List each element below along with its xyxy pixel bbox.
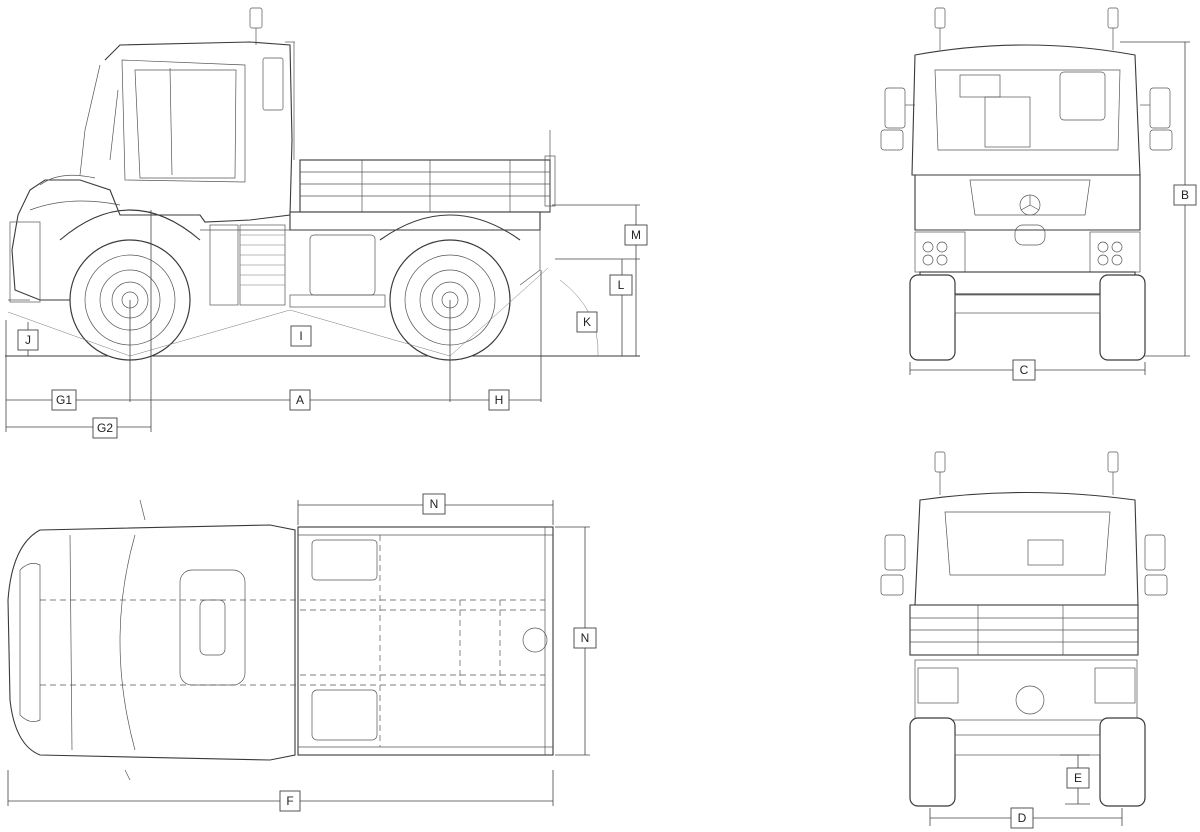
label-K: K xyxy=(576,311,598,333)
label-J: J xyxy=(17,329,39,351)
svg-text:B: B xyxy=(1181,188,1189,202)
svg-text:K: K xyxy=(583,315,591,329)
label-I: I xyxy=(290,325,312,347)
label-B: B xyxy=(1173,184,1197,206)
side-view xyxy=(5,7,640,432)
label-N-side: N xyxy=(573,627,597,649)
rear-view xyxy=(880,451,1168,826)
label-M: M xyxy=(624,224,648,246)
label-C: C xyxy=(1012,359,1036,381)
svg-text:G1: G1 xyxy=(56,393,72,407)
svg-text:D: D xyxy=(1018,811,1027,825)
front-view xyxy=(880,7,1190,375)
side-view-labels: J I K L M G1 A H G2 xyxy=(17,224,648,439)
svg-text:F: F xyxy=(286,794,293,808)
svg-text:G2: G2 xyxy=(97,421,113,435)
label-L: L xyxy=(609,274,633,296)
label-D: D xyxy=(1010,807,1034,829)
svg-text:C: C xyxy=(1020,363,1029,377)
svg-text:A: A xyxy=(296,393,304,407)
svg-text:N: N xyxy=(581,631,590,645)
svg-text:L: L xyxy=(618,278,625,292)
svg-text:E: E xyxy=(1074,771,1082,785)
label-G1: G1 xyxy=(51,389,77,411)
label-E: E xyxy=(1066,767,1090,789)
label-N-top: N xyxy=(422,493,446,515)
label-F: F xyxy=(279,790,301,812)
svg-text:M: M xyxy=(631,228,641,242)
top-view xyxy=(7,499,590,806)
label-A: A xyxy=(289,389,311,411)
svg-text:H: H xyxy=(495,393,504,407)
svg-text:N: N xyxy=(430,497,439,511)
label-H: H xyxy=(488,389,510,411)
svg-text:I: I xyxy=(299,329,302,343)
svg-text:J: J xyxy=(25,333,31,347)
label-G2: G2 xyxy=(92,417,118,439)
